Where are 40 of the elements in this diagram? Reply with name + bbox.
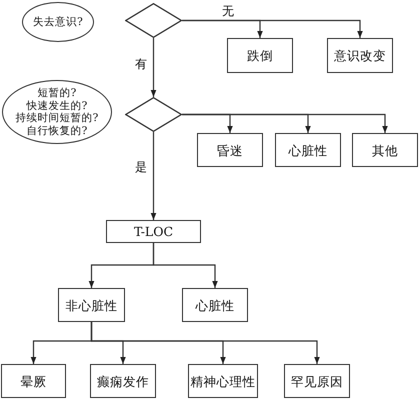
node-text: T-LOC: [134, 224, 174, 239]
node-text: 跌倒: [247, 48, 273, 63]
node-text: 晕厥: [20, 374, 46, 388]
process-box: [1, 364, 66, 398]
process-box: [182, 288, 248, 322]
arrow: [90, 322, 320, 364]
process-box: [284, 364, 350, 398]
process-box: [188, 364, 258, 398]
node-text: 心脏性: [288, 142, 328, 158]
edge-label: 有: [133, 57, 149, 71]
process-box: [197, 133, 263, 167]
arrow: [150, 132, 156, 220]
node-text: 持续时间短暂的?: [16, 112, 98, 124]
node-text: 意识改变: [334, 48, 386, 63]
node-text: 失去意识?: [33, 16, 83, 28]
process-box: [106, 220, 201, 243]
node-text: 精神心理性: [190, 374, 256, 388]
arrow: [152, 243, 218, 288]
process-box: [352, 133, 418, 167]
process-box: [227, 38, 293, 73]
node-text: 心脏性: [196, 298, 234, 312]
node-text: 短暂的?: [38, 87, 76, 100]
node-text: 昏迷: [217, 142, 243, 158]
node-text: 其他: [372, 142, 398, 158]
node-text: 自行恢复的?: [26, 124, 88, 137]
process-box: [327, 38, 393, 73]
process-box: [58, 288, 125, 322]
process-box: [90, 364, 156, 398]
arrow: [182, 20, 363, 38]
node-text: 非心脏性: [66, 298, 118, 312]
node-text: 快速发生的?: [26, 100, 88, 112]
edge-label: 无: [220, 4, 236, 18]
decision-diamond: [125, 3, 182, 38]
arrow: [150, 38, 156, 97]
edge-label: 是: [133, 160, 149, 174]
process-box: [275, 133, 341, 167]
decision-diamond: [125, 97, 182, 132]
node-text: 罕见原因: [291, 374, 343, 388]
arrow: [182, 114, 388, 133]
node-text: 癫痫发作: [97, 374, 149, 388]
